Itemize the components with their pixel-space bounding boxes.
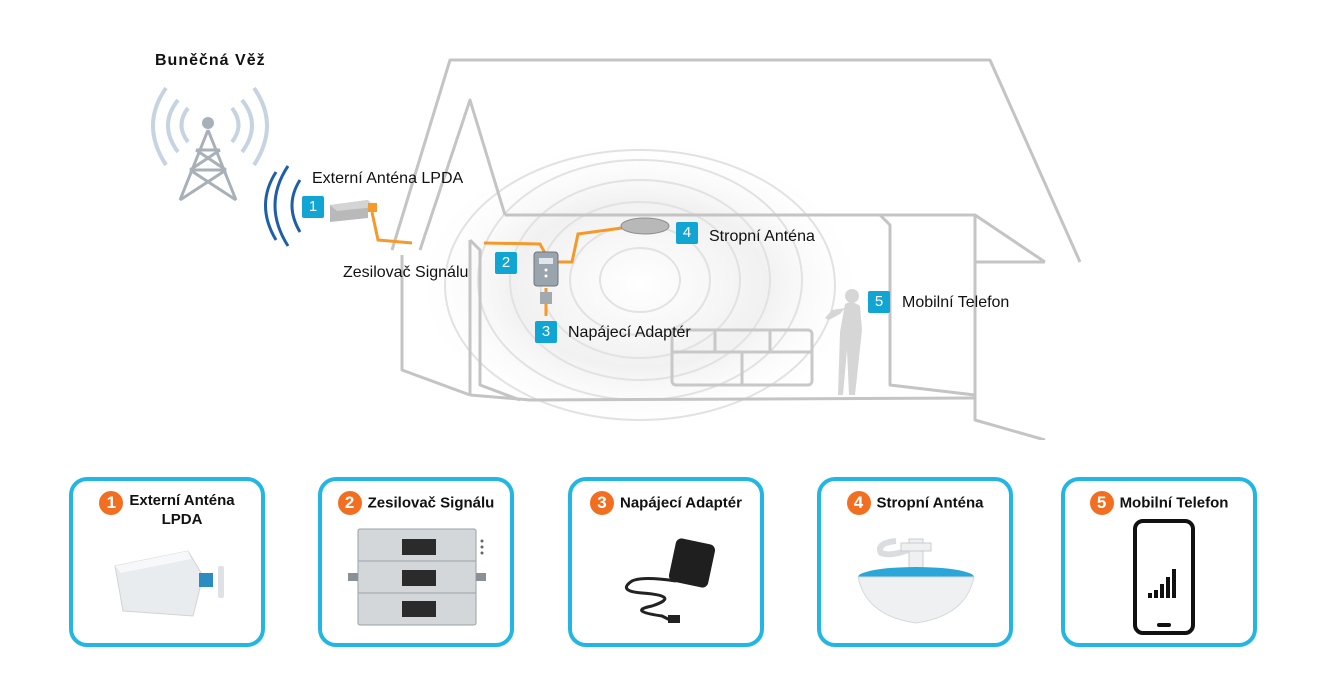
cell-tower-icon: [151, 86, 269, 202]
badge-4: 4: [676, 222, 698, 244]
card-title: Zesilovač Signálu: [367, 494, 495, 512]
house-illustration: [151, 58, 1082, 442]
sofa-icon: [670, 328, 814, 387]
cell-tower-label: Buněčná Věž: [155, 52, 266, 69]
smartphone-icon: [1133, 519, 1195, 635]
lpda-antenna-shape: [330, 200, 377, 222]
card-number: 4: [846, 491, 871, 515]
badge-1: 1: [302, 196, 324, 218]
badge-5: 5: [868, 291, 890, 313]
person-silhouette: [825, 289, 862, 395]
card-title: Stropní Anténa: [876, 494, 984, 512]
power-adapter-icon: [624, 538, 716, 623]
card-title: Napájecí Adaptér: [620, 494, 742, 512]
card-ceiling-antenna: 4 Stropní Anténa: [817, 477, 1013, 647]
ceiling-antenna-icon: [857, 538, 975, 624]
booster-unit-shape: [533, 251, 559, 304]
booster-label: Zesilovač Signálu: [343, 264, 469, 281]
badge-2: 2: [495, 252, 517, 274]
external-antenna-label: Externí Anténa LPDA: [312, 170, 464, 187]
incoming-signal-waves: [264, 165, 302, 247]
card-number: 1: [99, 491, 124, 515]
card-booster: 2 Zesilovač Signálu: [318, 477, 514, 647]
card-number: 5: [1089, 491, 1114, 515]
card-number: 3: [590, 491, 614, 515]
house-outline: [390, 58, 1082, 442]
adapter-label: Napájecí Adaptér: [568, 324, 691, 341]
card-number: 2: [337, 491, 362, 515]
signal-glow: [410, 135, 870, 435]
card-phone: 5 Mobilní Telefon: [1061, 477, 1257, 647]
lpda-antenna-icon: [114, 550, 224, 617]
badge-3: 3: [535, 321, 557, 343]
installation-scene: Buněčná Věž Externí Anténa LPDA 1 Zesilo…: [151, 52, 1082, 442]
phone-label: Mobilní Telefon: [902, 294, 1010, 311]
signal-bars-icon: [1148, 569, 1176, 598]
card-title: Mobilní Telefon: [1119, 494, 1229, 512]
ceiling-antenna-label: Stropní Anténa: [709, 228, 815, 245]
signal-booster-icon: [348, 528, 486, 626]
ceiling-antenna-shape: [620, 217, 670, 235]
card-adapter: 3 Napájecí Adaptér: [568, 477, 764, 647]
